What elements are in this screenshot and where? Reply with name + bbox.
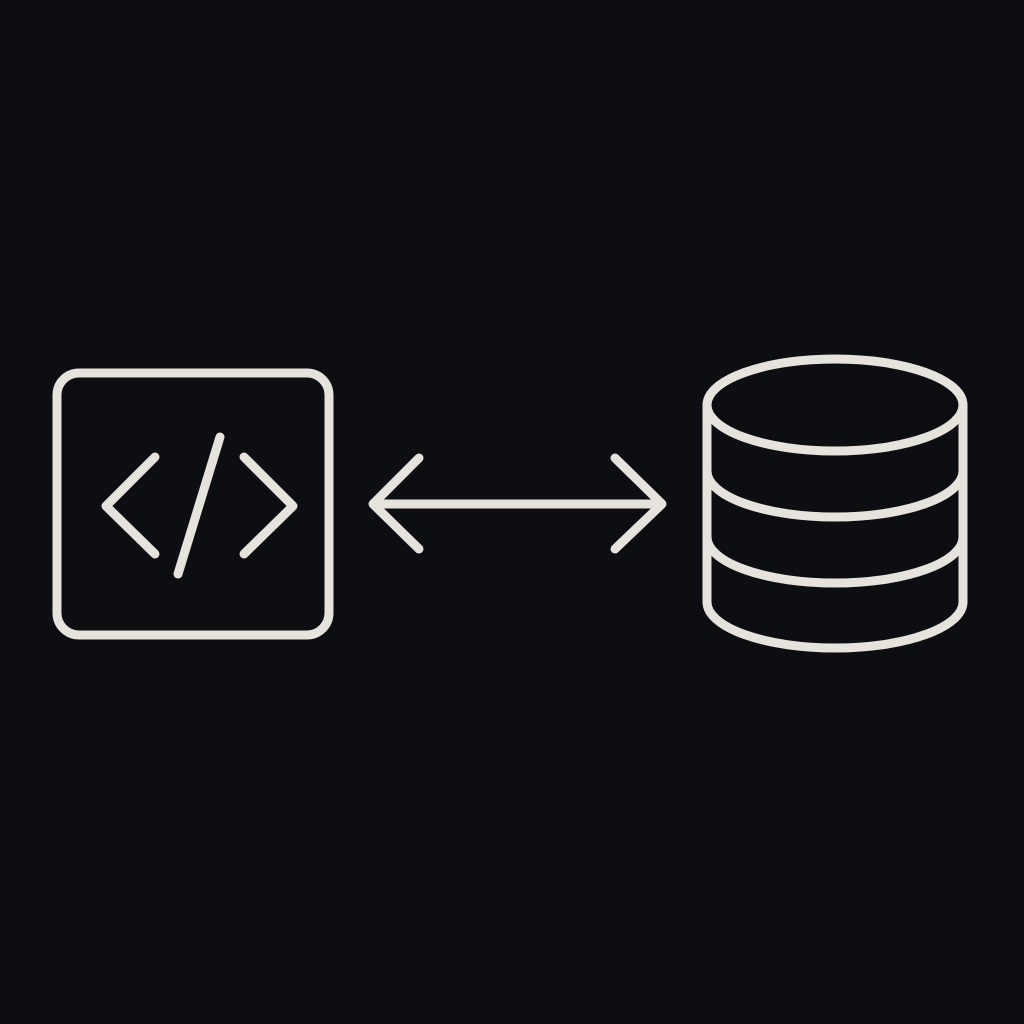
arrow-head-left (368, 453, 424, 554)
bidirectional-arrow-icon (368, 453, 667, 554)
database-top-ellipse (702, 354, 968, 456)
database-band-1 (702, 466, 968, 522)
arrow-head-right (610, 453, 667, 554)
code-window-frame (52, 368, 334, 640)
right-angle-bracket (239, 452, 298, 559)
code-node (52, 368, 334, 640)
code-brackets-icon (101, 432, 298, 579)
database-band-2 (702, 532, 968, 588)
database-bottom-curve (702, 597, 968, 653)
database-cylinder-icon (702, 354, 968, 653)
slash (173, 432, 225, 579)
left-angle-bracket (101, 452, 160, 559)
